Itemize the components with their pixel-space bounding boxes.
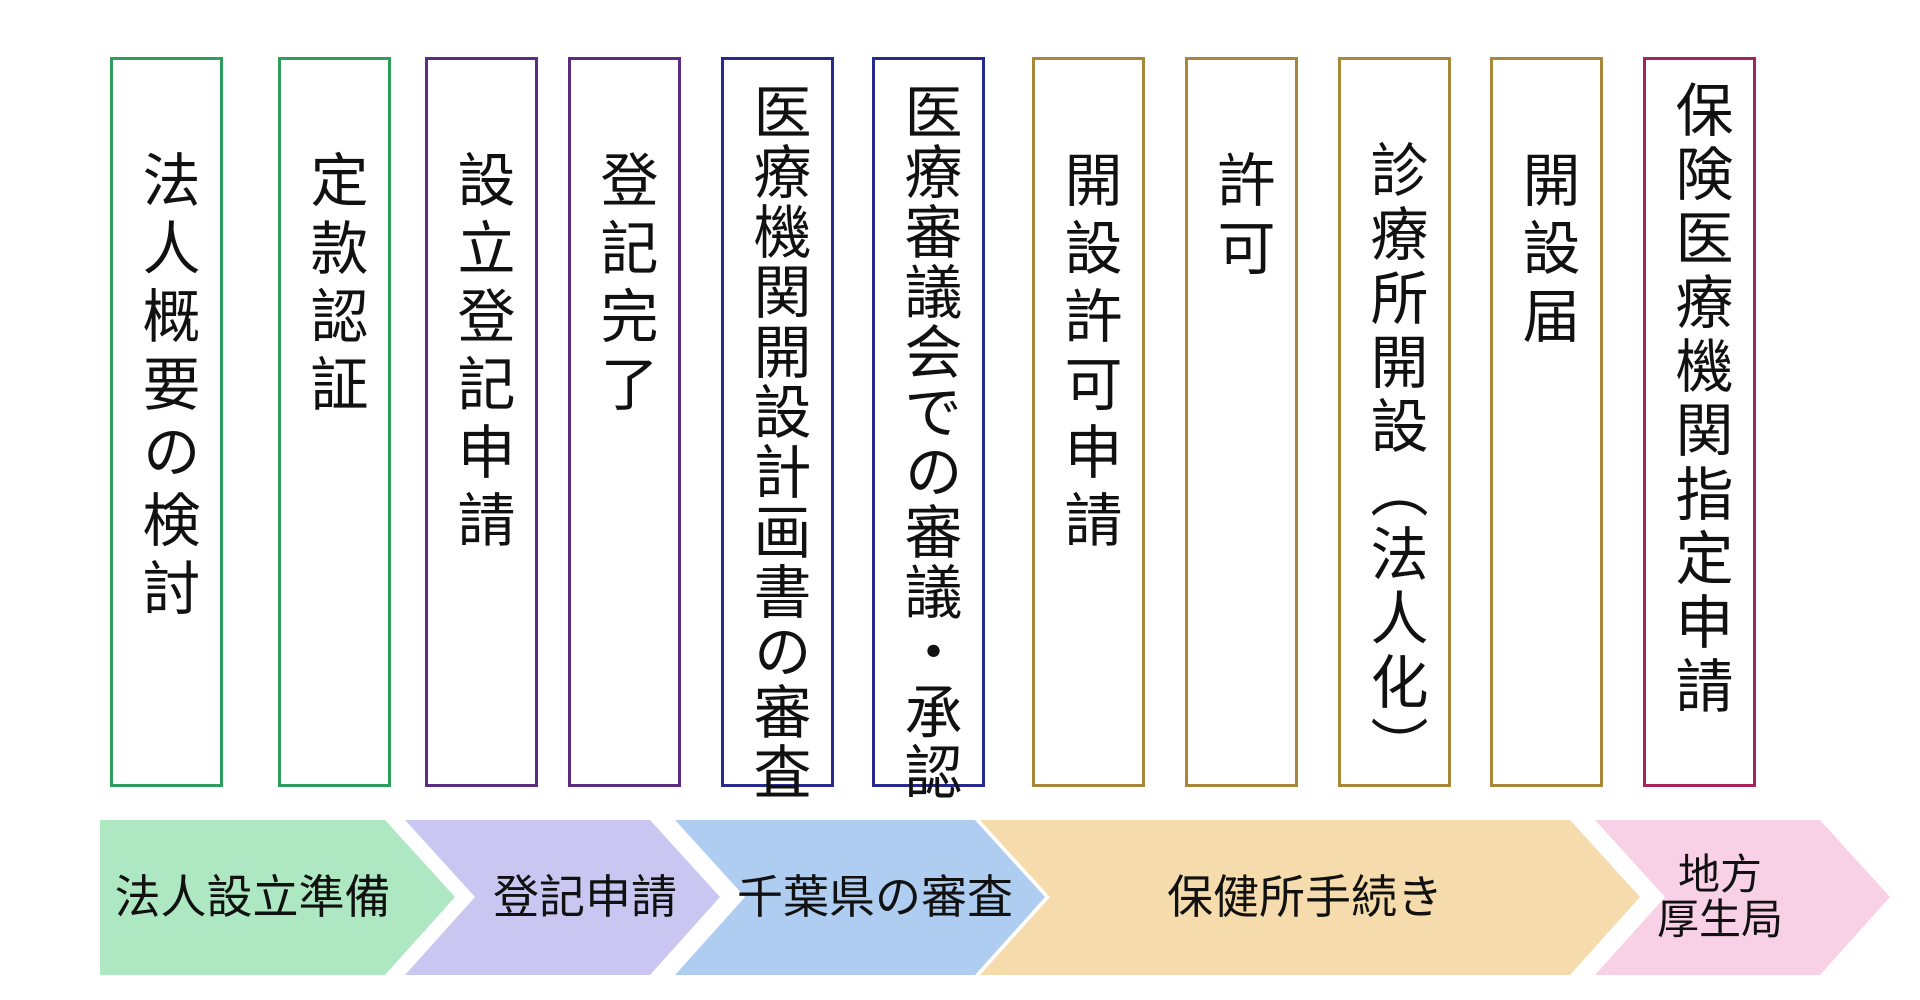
phase-label-2: 登記申請 bbox=[493, 870, 677, 925]
phase-arrow-3 bbox=[675, 820, 1045, 975]
phase-label-4: 保健所手続き bbox=[1167, 870, 1443, 925]
step-label: 医療審議会での審議・承認 bbox=[894, 82, 963, 802]
step-label: 許可 bbox=[1207, 150, 1276, 286]
step-box-1: 法人概要の検討 bbox=[110, 57, 223, 787]
step-label: 登記完了 bbox=[590, 150, 659, 422]
step-label: 設立登記申請 bbox=[447, 150, 516, 558]
step-box-8: 許可 bbox=[1185, 57, 1298, 787]
step-label: 開設許可申請 bbox=[1054, 150, 1123, 558]
phase-arrow-5 bbox=[1595, 820, 1890, 975]
step-label: 医療機関開設計画書の審査 bbox=[743, 82, 812, 802]
step-box-4: 登記完了 bbox=[568, 57, 681, 787]
phase-label-5-line1: 地方 bbox=[1677, 850, 1762, 900]
phase-arrows: 法人設立準備 登記申請 千葉県の審査 保健所手続き 地方 厚生局 bbox=[0, 820, 1920, 975]
phase-label-5: 地方 厚生局 bbox=[1640, 820, 1800, 975]
step-label: 法人概要の検討 bbox=[132, 150, 201, 626]
step-box-10: 開設届 bbox=[1490, 57, 1603, 787]
step-label: 開設届 bbox=[1512, 150, 1581, 354]
step-box-6: 医療審議会での審議・承認 bbox=[872, 57, 985, 802]
phase-label-3: 千葉県の審査 bbox=[737, 870, 1013, 925]
process-steps: 法人概要の検討 定款認証 設立登記申請 登記完了 医療機関開設計画書の審査 医療… bbox=[110, 57, 1756, 802]
step-box-2: 定款認証 bbox=[278, 57, 391, 787]
step-label: 診療所開設（法人化） bbox=[1360, 140, 1429, 780]
step-box-5: 医療機関開設計画書の審査 bbox=[721, 57, 834, 802]
phase-label-5-line2: 厚生局 bbox=[1656, 894, 1783, 944]
step-label: 保険医療機関指定申請 bbox=[1665, 80, 1734, 720]
phase-arrow-1 bbox=[100, 820, 455, 975]
step-label: 定款認証 bbox=[300, 150, 369, 422]
step-box-11: 保険医療機関指定申請 bbox=[1643, 57, 1756, 787]
step-box-9: 診療所開設（法人化） bbox=[1338, 57, 1451, 787]
phase-arrow-4 bbox=[980, 820, 1640, 975]
step-box-3: 設立登記申請 bbox=[425, 57, 538, 787]
phase-arrow-shapes bbox=[100, 820, 1890, 975]
phase-arrow-2 bbox=[405, 820, 720, 975]
phase-label-1: 法人設立準備 bbox=[114, 870, 391, 925]
step-box-7: 開設許可申請 bbox=[1032, 57, 1145, 787]
